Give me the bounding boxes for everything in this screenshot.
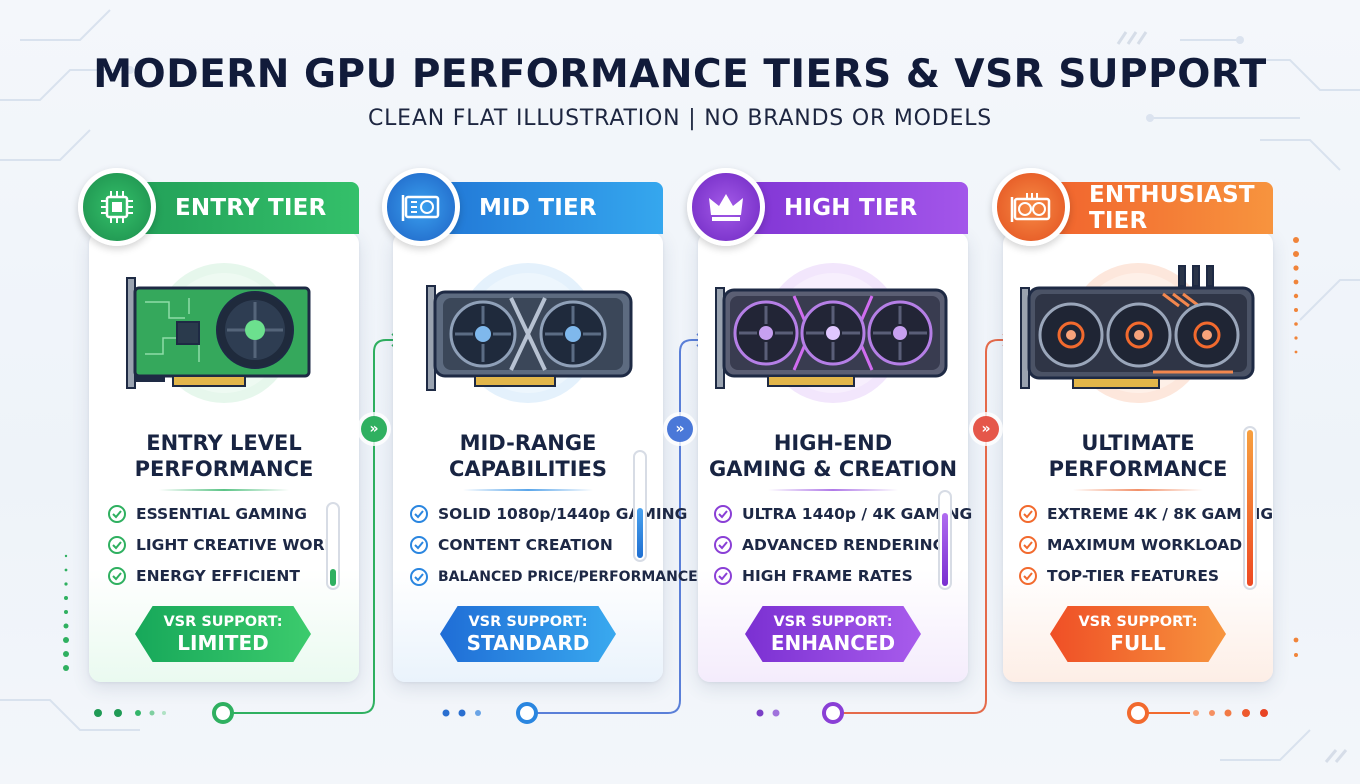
- chevron-right-icon: »: [973, 416, 999, 442]
- feature-item: ESSENTIAL GAMING: [108, 505, 307, 523]
- crown-icon: [687, 168, 765, 246]
- dual-fan-card-icon: [992, 168, 1070, 246]
- performance-meter: [938, 490, 952, 590]
- tier-heading-enthusiast: ULTIMATE PERFORMANCE: [1048, 431, 1228, 481]
- check-icon: [714, 505, 732, 523]
- check-icon: [410, 505, 428, 523]
- check-icon: [1019, 505, 1037, 523]
- chevron-right-icon: »: [361, 416, 387, 442]
- divider: [159, 489, 289, 491]
- feature-item: EXTREME 4K / 8K GAMING: [1019, 505, 1273, 523]
- vsr-support-badge: VSR SUPPORT: FULL: [1050, 606, 1226, 662]
- performance-meter: [633, 450, 647, 562]
- check-icon: [1019, 536, 1037, 554]
- divider: [768, 489, 898, 491]
- divider: [463, 489, 593, 491]
- feature-item: TOP-TIER FEATURES: [1019, 567, 1219, 585]
- chip-icon: [78, 168, 156, 246]
- tier-heading-high: HIGH-END GAMING & CREATION: [708, 431, 958, 481]
- check-icon: [714, 536, 732, 554]
- check-icon: [108, 536, 126, 554]
- chevron-right-icon: »: [667, 416, 693, 442]
- entry-graphics-card-illustration: [126, 263, 311, 403]
- high-graphics-card-illustration: [715, 263, 948, 403]
- feature-item: ULTRA 1440p / 4K GAMING: [714, 505, 972, 523]
- tier-name: ENTHUSIAST TIER: [1089, 182, 1255, 234]
- feature-item: ENERGY EFFICIENT: [108, 567, 300, 585]
- page-subtitle: CLEAN FLAT ILLUSTRATION | NO BRANDS OR M…: [367, 106, 993, 131]
- tier-heading-entry: ENTRY LEVEL PERFORMANCE: [134, 431, 314, 481]
- feature-item: LIGHT CREATIVE WORK: [108, 536, 337, 554]
- feature-item: BALANCED PRICE/PERFORMANCE: [410, 568, 698, 586]
- vsr-support-badge: VSR SUPPORT: LIMITED: [135, 606, 311, 662]
- performance-meter: [1243, 426, 1257, 590]
- enthusiast-graphics-card-illustration: [1020, 263, 1255, 403]
- feature-item: ADVANCED RENDERING: [714, 536, 945, 554]
- tier-name: MID TIER: [479, 195, 597, 221]
- check-icon: [410, 568, 428, 586]
- graphics-card-icon: [382, 168, 460, 246]
- vsr-support-badge: VSR SUPPORT: ENHANCED: [745, 606, 921, 662]
- check-icon: [108, 505, 126, 523]
- feature-item: CONTENT CREATION: [410, 536, 613, 554]
- tier-name: ENTRY TIER: [175, 195, 327, 221]
- page-title: MODERN GPU PERFORMANCE TIERS & VSR SUPPO…: [93, 52, 1267, 97]
- check-icon: [108, 567, 126, 585]
- tier-heading-mid: MID-RANGE CAPABILITIES: [448, 431, 607, 481]
- check-icon: [410, 536, 428, 554]
- feature-item: SOLID 1080p/1440p GAMING: [410, 505, 687, 523]
- feature-item: HIGH FRAME RATES: [714, 567, 913, 585]
- check-icon: [1019, 567, 1037, 585]
- check-icon: [714, 567, 732, 585]
- divider: [1073, 489, 1203, 491]
- performance-meter: [326, 502, 340, 590]
- tier-name: HIGH TIER: [784, 195, 918, 221]
- vsr-support-badge: VSR SUPPORT: STANDARD: [440, 606, 616, 662]
- feature-item: MAXIMUM WORKLOADS: [1019, 536, 1253, 554]
- mid-graphics-card-illustration: [426, 263, 633, 403]
